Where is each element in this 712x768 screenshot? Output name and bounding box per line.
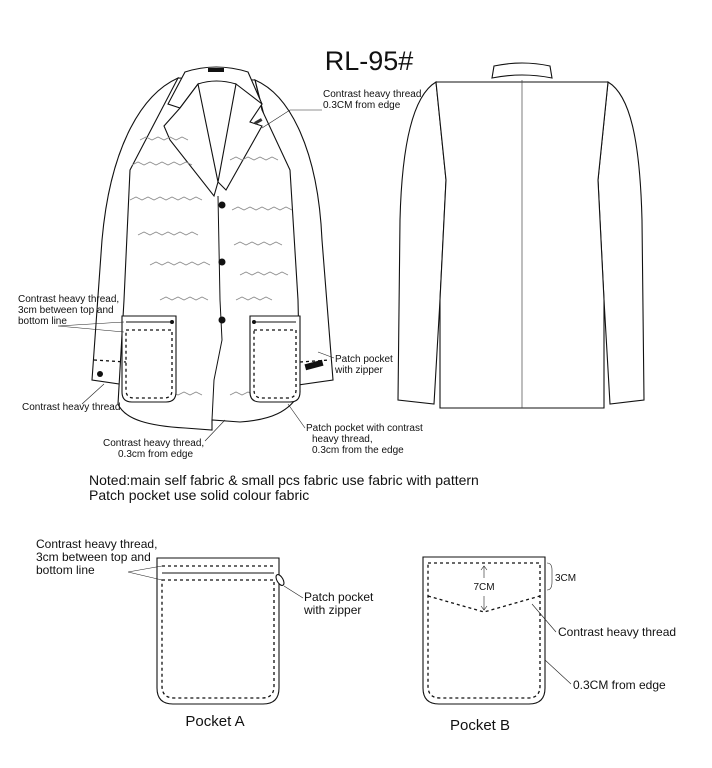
- left-cuff-button: [97, 371, 103, 377]
- right-cuff-tab: [304, 359, 324, 371]
- cuff-thread-leader: [81, 383, 105, 405]
- pocket-b-3cm-label: 3CM: [555, 573, 576, 584]
- pocket-thread-leader: [57, 321, 125, 333]
- pocket-b-detail: 7CM 3CM Contrast heavy thread 0.3CM from…: [422, 556, 676, 734]
- pocket-a-outline: [156, 557, 280, 705]
- patch-contrast-label: Patch pocket with contrast heavy thread,…: [306, 423, 426, 456]
- pocket-a-thread-leader: [127, 565, 163, 581]
- pocket-b-outline: [422, 556, 546, 705]
- note-line-2: Patch pocket use solid colour fabric: [89, 487, 309, 503]
- hem-thread-label: Contrast heavy thread, 0.3cm from edge: [103, 438, 207, 460]
- lapel-buttonhole: [254, 118, 263, 125]
- back-right-sleeve: [597, 81, 645, 405]
- front-right-zip-pull: [252, 320, 256, 324]
- front-left-zip-pull: [170, 320, 174, 324]
- front-annotations: Contrast heavy thread 0.3CM from edge Co…: [18, 89, 426, 460]
- front-button-bottom: [218, 316, 226, 324]
- pocket-b-caption: Pocket B: [450, 717, 510, 734]
- front-opening: [211, 195, 223, 421]
- hem-thread-leader: [204, 419, 226, 442]
- front-left-pocket: [121, 315, 177, 403]
- pocket-b-3cm-bracket: [546, 562, 553, 591]
- pocket-b-flap-stitch: [427, 595, 541, 613]
- front-right-pocket: [249, 315, 301, 403]
- style-title: RL-95#: [325, 46, 414, 76]
- pocket-b-7cm-label: 7CM: [473, 582, 494, 593]
- front-button-top: [218, 201, 226, 209]
- pocket-b-stitch: [427, 562, 541, 699]
- pocket-b-7cm-arrow: [480, 565, 488, 611]
- pocket-a-thread-label: Contrast heavy thread, 3cm between top a…: [36, 537, 161, 577]
- front-left-lapel: [163, 82, 219, 198]
- pocket-a-zipper-leader: [283, 585, 304, 599]
- front-button-middle: [218, 258, 226, 266]
- front-right-pocket-stitch: [253, 329, 297, 399]
- edge-thread-leader: [261, 109, 322, 129]
- front-right-lapel: [217, 83, 263, 191]
- pocket-b-thread-label: Contrast heavy thread: [558, 625, 676, 639]
- pocket-a-detail: Contrast heavy thread, 3cm between top a…: [36, 537, 377, 730]
- patch-contrast-leader: [287, 403, 306, 429]
- pocket-a-zip-pull: [275, 574, 285, 586]
- pocket-a-zipper-label: Patch pocket with zipper: [303, 590, 377, 617]
- pocket-b-edge-label: 0.3CM from edge: [573, 678, 666, 692]
- pocket-a-caption: Pocket A: [185, 713, 244, 730]
- cuff-stitch: [93, 359, 331, 363]
- jacket-back-view: [397, 62, 645, 409]
- collar-tab: [208, 68, 224, 72]
- edge-thread-label: Contrast heavy thread 0.3CM from edge: [323, 89, 424, 111]
- pocket-b-thread-leader: [531, 603, 557, 633]
- back-collar: [491, 62, 553, 79]
- pocket-thread-label: Contrast heavy thread, 3cm between top a…: [18, 294, 122, 327]
- front-left-pocket-stitch: [125, 329, 173, 399]
- patch-zipper-label: Patch pocket with zipper: [334, 354, 396, 376]
- jacket-front-view: [91, 66, 334, 431]
- back-left-sleeve: [397, 81, 447, 405]
- pocket-b-edge-leader: [544, 659, 572, 685]
- note-line-1: Noted:main self fabric & small pcs fabri…: [89, 472, 479, 488]
- patch-zipper-leader: [317, 351, 335, 359]
- cuff-thread-label: Contrast heavy thread: [22, 402, 120, 413]
